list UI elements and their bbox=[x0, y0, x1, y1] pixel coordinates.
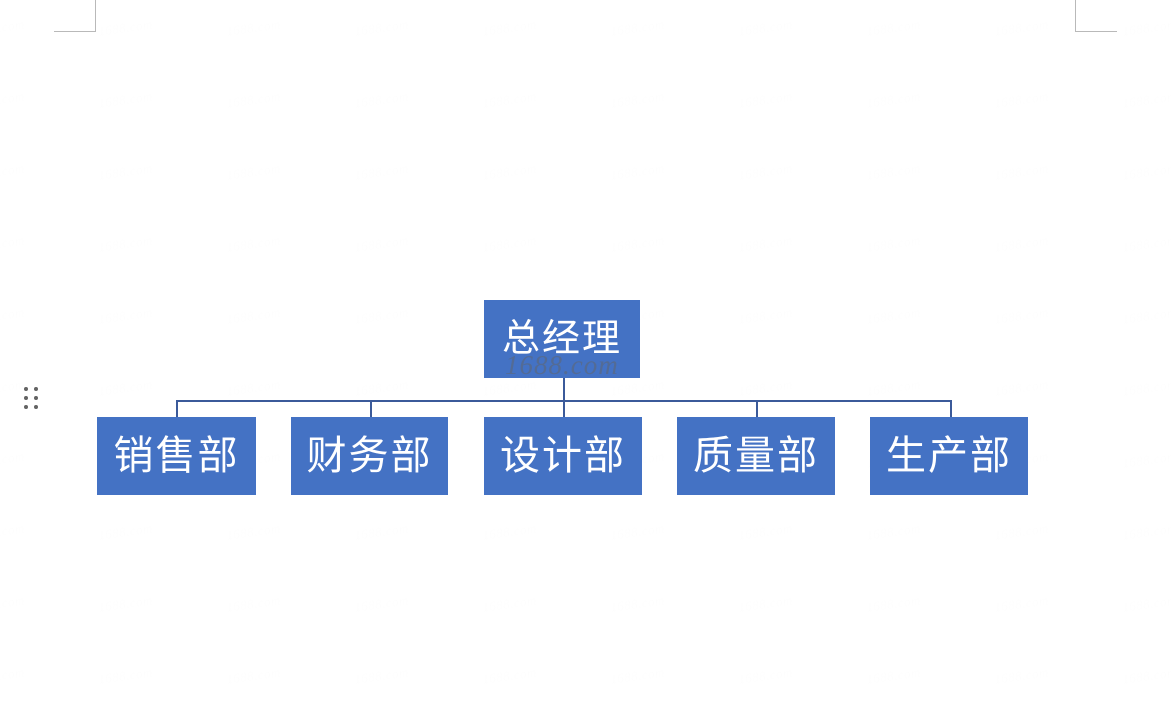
org-node-finance[interactable]: 财务部 bbox=[291, 417, 448, 495]
connector-trunk bbox=[563, 378, 565, 402]
grip-dots-icon[interactable] bbox=[24, 387, 44, 413]
connector-drop-production bbox=[950, 400, 952, 417]
connector-drop-finance bbox=[370, 400, 372, 417]
grip-dot bbox=[24, 396, 28, 400]
connector-drop-sales bbox=[176, 400, 178, 417]
org-node-label: 财务部 bbox=[306, 433, 433, 478]
org-node-label: 质量部 bbox=[693, 433, 819, 478]
org-node-production[interactable]: 生产部 bbox=[870, 417, 1028, 495]
org-node-label: 生产部 bbox=[886, 433, 1012, 478]
grip-dot bbox=[24, 405, 28, 409]
org-node-quality[interactable]: 质量部 bbox=[677, 417, 835, 495]
grip-dot bbox=[34, 405, 38, 409]
org-node-root[interactable]: 总经理 bbox=[484, 300, 640, 378]
org-node-label: 销售部 bbox=[113, 433, 240, 478]
org-node-sales[interactable]: 销售部 bbox=[97, 417, 256, 495]
grip-dot bbox=[34, 387, 38, 391]
org-node-label: 总经理 bbox=[501, 318, 622, 360]
org-node-label: 设计部 bbox=[500, 433, 626, 478]
grip-dot bbox=[34, 396, 38, 400]
grip-dot bbox=[24, 387, 28, 391]
org-node-design[interactable]: 设计部 bbox=[484, 417, 642, 495]
connector-drop-quality bbox=[756, 400, 758, 417]
connector-drop-design bbox=[563, 400, 565, 417]
